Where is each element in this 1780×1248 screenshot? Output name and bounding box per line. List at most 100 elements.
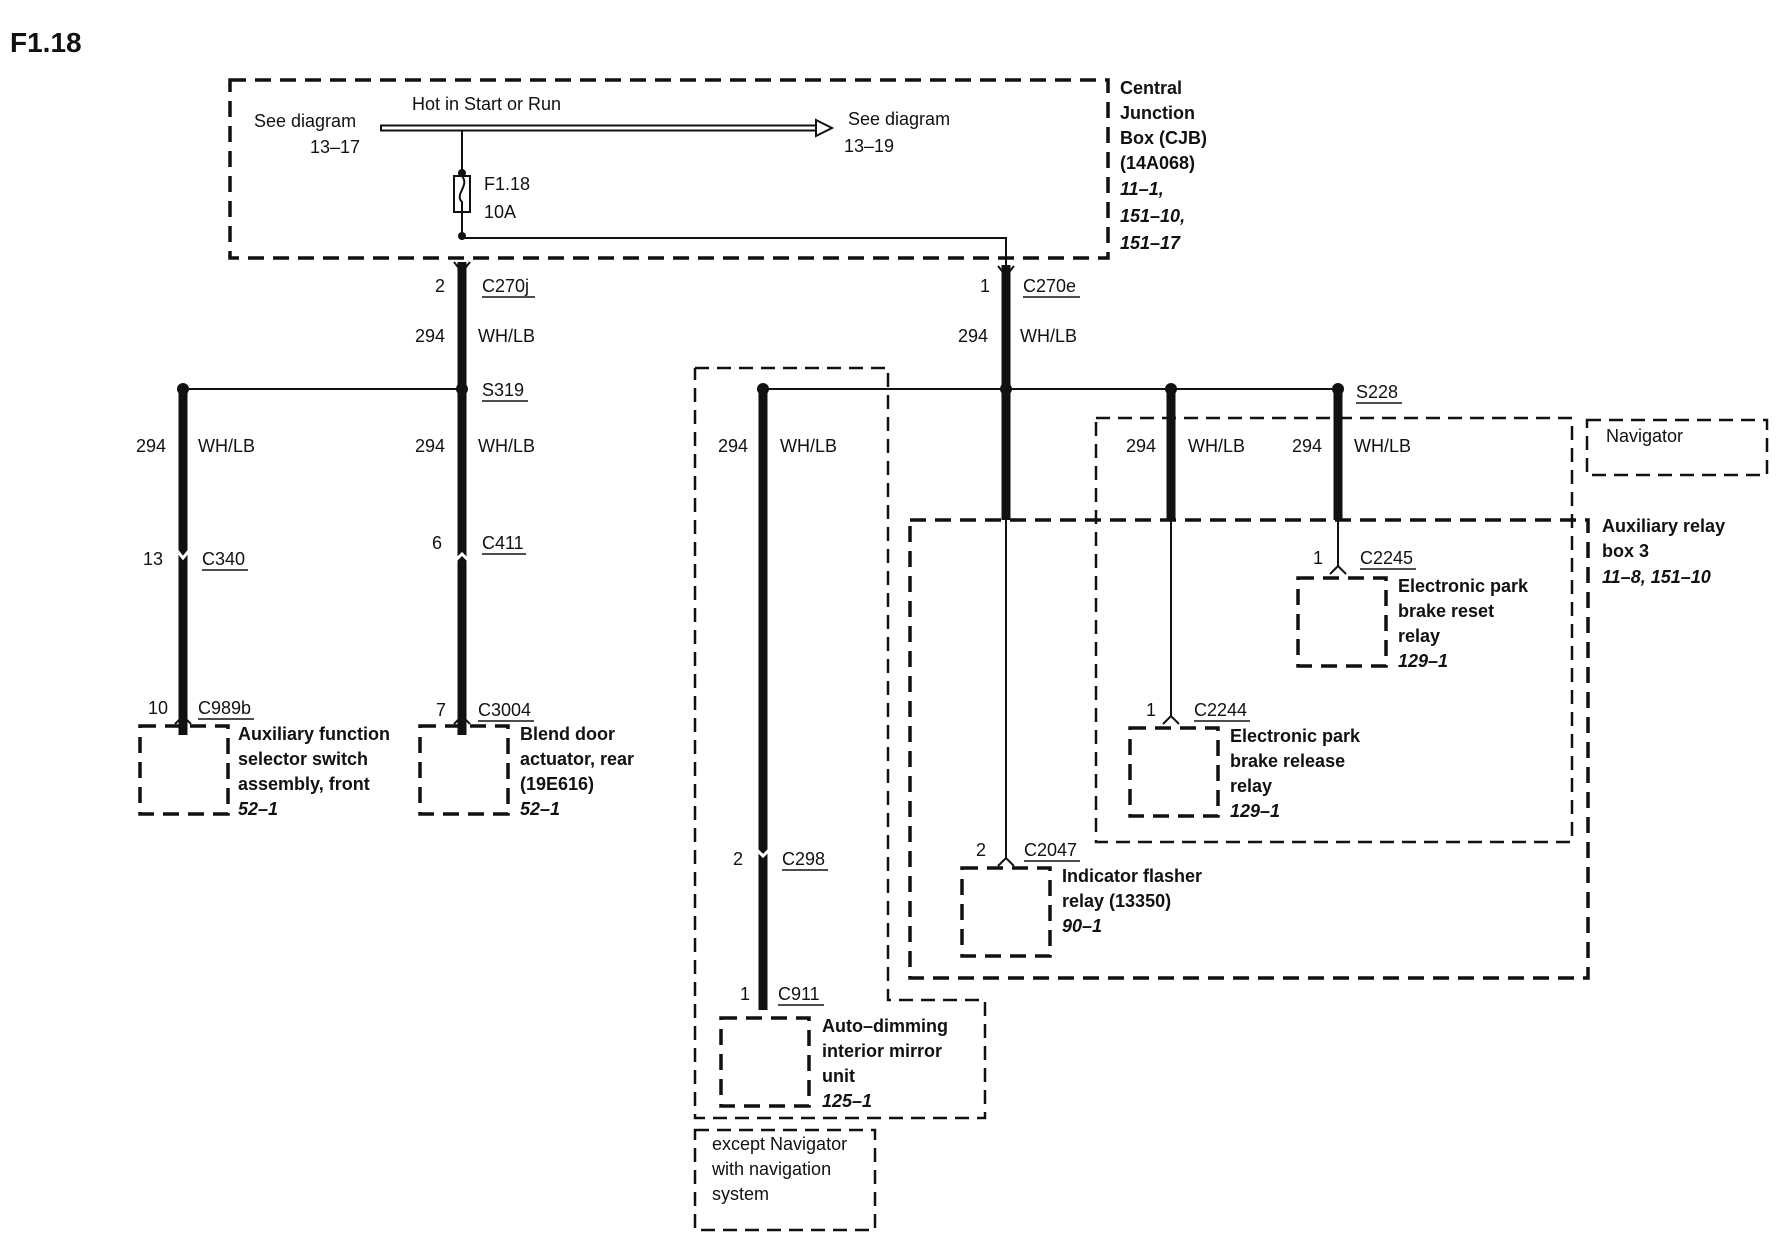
except-nav-line: system [712,1184,769,1204]
release-relay-line: Electronic park [1230,726,1361,746]
hot-bus-arrow [380,118,835,138]
release-relay-line: brake release [1230,751,1345,771]
blend-door-line: Blend door [520,724,615,744]
hot-in-start-run-label: Hot in Start or Run [412,94,561,114]
s228-label: S228 [1356,382,1398,402]
wire-color: WH/LB [198,436,255,456]
release-relay-line: relay [1230,776,1272,796]
wire-circuit-number: 294 [718,436,748,456]
c340-connector-icon [173,547,193,561]
aux-relay-box-line: Auxiliary relay [1602,516,1725,536]
flasher-line: Indicator flasher [1062,866,1202,886]
aux-function-line: Auxiliary function [238,724,390,744]
aux-function-line: selector switch [238,749,368,769]
aux-relay-box-ref: 11–8, 151–10 [1602,567,1711,587]
c2047-connector-icon [997,856,1015,867]
c2047-pin: 2 [976,840,986,860]
flasher-ref: 90–1 [1062,916,1102,936]
page-title: F1.18 [10,27,82,58]
except-nav-line: with navigation [711,1159,831,1179]
c340-label: C340 [202,549,245,569]
mirror-line: unit [822,1066,855,1086]
s319-label: S319 [482,380,524,400]
wire-color: WH/LB [478,436,535,456]
blend-door-actuator-box [418,724,510,816]
cjb-label: Central Junction Box (CJB) (14A068) 11–1… [1120,78,1207,253]
wire-circuit-number: 294 [136,436,166,456]
wire-circuit-number: 294 [415,326,445,346]
c298-connector-icon [753,846,773,859]
fuse-rating: 10A [484,202,516,222]
s228-trunk-node [1000,383,1012,395]
park-brake-release-relay-box [1128,726,1220,818]
wire-circuit-number: 294 [958,326,988,346]
park-brake-reset-relay-box [1296,576,1388,668]
aux-function-ref: 52–1 [238,799,278,819]
indicator-flasher-relay-label: Indicator flasher relay (13350) 90–1 [1062,866,1202,936]
reset-relay-line: brake reset [1398,601,1494,621]
s319-splice-node [456,383,468,395]
park-brake-release-relay-label: Electronic park brake release relay 129–… [1230,726,1361,821]
except-nav-line: except Navigator [712,1134,847,1154]
fuse-name: F1.18 [484,174,530,194]
see-diagram-left-ref: 13–17 [310,137,360,157]
c3004-connector-icon [453,714,471,725]
reset-relay-line: Electronic park [1398,576,1529,596]
navigator-region [1094,416,1574,844]
cjb-name-line: (14A068) [1120,153,1195,173]
wire-circuit-number: 294 [415,436,445,456]
see-diagram-right-label: See diagram [848,109,950,129]
c2244-connector-icon [1162,714,1180,725]
wire-color: WH/LB [1354,436,1411,456]
c270j-label: C270j [482,276,529,296]
blend-door-actuator-label: Blend door actuator, rear (19E616) 52–1 [520,724,634,819]
mirror-ref: 125–1 [822,1091,872,1111]
c2047-label: C2047 [1024,840,1077,860]
wire-color: WH/LB [1020,326,1077,346]
c2245-label: C2245 [1360,548,1413,568]
c270j-pin: 2 [435,276,445,296]
c270e-label: C270e [1023,276,1076,296]
mirror-line: Auto–dimming [822,1016,948,1036]
wire-color: WH/LB [780,436,837,456]
cjb-name-line: Box (CJB) [1120,128,1207,148]
fuse-icon [453,175,471,213]
aux-function-switch-box [138,724,230,816]
cjb-ref: 11–1, [1120,179,1164,199]
c3004-pin: 7 [436,700,446,720]
navigator-note-box [1585,418,1769,477]
c989b-connector-icon [174,714,192,725]
cjb-name-line: Junction [1120,103,1195,123]
c411-pin: 6 [432,533,442,553]
wire-circuit-number: 294 [1126,436,1156,456]
c298-label: C298 [782,849,825,869]
cjb-ref: 151–10, [1120,206,1185,226]
c2245-pin: 1 [1313,548,1323,568]
indicator-flasher-relay-box [960,866,1052,958]
mirror-option-region [693,366,987,1120]
c411-label: C411 [482,533,524,553]
c270e-pin: 1 [980,276,990,296]
c2244-label: C2244 [1194,700,1247,720]
cjb-branch-wire [462,237,1007,265]
reset-relay-line: relay [1398,626,1440,646]
see-diagram-left-label: See diagram [254,111,356,131]
wire-color: WH/LB [478,326,535,346]
c340-pin: 13 [143,549,163,569]
release-relay-ref: 129–1 [1230,801,1280,821]
auto-dimming-mirror-box [719,1016,811,1108]
c989b-pin: 10 [148,698,168,718]
aux-function-line: assembly, front [238,774,370,794]
blend-door-line: actuator, rear [520,749,634,769]
c989b-label: C989b [198,698,251,718]
aux-relay-box-boundary [908,518,1590,980]
blend-door-line: (19E616) [520,774,594,794]
c298-pin: 2 [733,849,743,869]
except-navigator-note: except Navigator with navigation system [711,1134,847,1204]
aux-relay-box-line: box 3 [1602,541,1649,561]
aux-function-switch-label: Auxiliary function selector switch assem… [238,724,390,819]
see-diagram-right-ref: 13–19 [844,136,894,156]
aux-relay-box-label: Auxiliary relay box 3 11–8, 151–10 [1602,516,1725,587]
park-brake-reset-relay-label: Electronic park brake reset relay 129–1 [1398,576,1529,671]
